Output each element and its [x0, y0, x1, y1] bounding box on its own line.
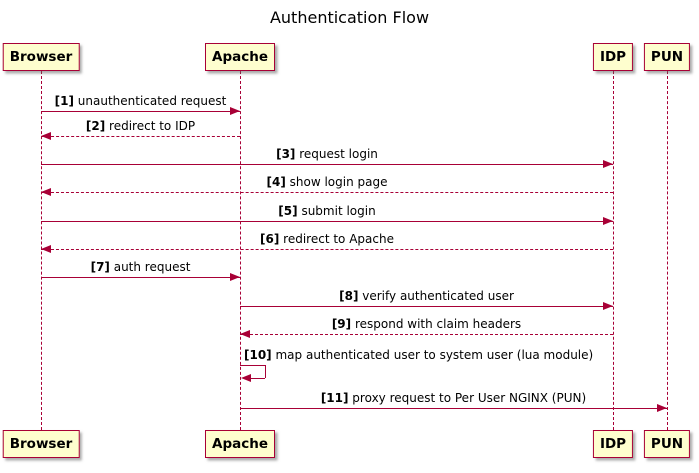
message-text: submit login: [297, 204, 376, 218]
message-number: [2]: [85, 119, 106, 133]
message-arrowhead: [41, 188, 51, 196]
participant-pun-bottom-box: PUN: [643, 430, 691, 458]
message-number: [11]: [320, 391, 349, 405]
message-text: unauthenticated request: [73, 94, 227, 108]
message-line: [240, 306, 613, 307]
message-line: [41, 221, 613, 222]
message-line: [41, 111, 240, 112]
message-arrowhead: [240, 330, 250, 338]
message-label-8: [8] verify authenticated user: [339, 288, 514, 304]
message-arrowhead: [603, 217, 613, 225]
participant-browser-bottom-box: Browser: [2, 430, 80, 458]
message-number: [5]: [278, 204, 298, 218]
message-line: [41, 164, 613, 165]
message-line: [41, 249, 613, 250]
message-line: [240, 408, 667, 409]
message-text: verify authenticated user: [358, 289, 514, 303]
participant-idp-top-box: IDP: [592, 43, 634, 71]
message-label-5: [5] submit login: [278, 203, 375, 219]
message-line: [41, 192, 613, 193]
message-label-1: [1] unauthenticated request: [55, 93, 227, 109]
participant-idp-bottom-box: IDP: [592, 430, 634, 458]
message-arrowhead: [230, 107, 240, 115]
message-text: map authenticated user to system user (l…: [271, 348, 594, 362]
self-message-top-line: [240, 365, 265, 366]
message-text: auth request: [109, 260, 191, 274]
message-line: [41, 277, 240, 278]
diagram-title: Authentication Flow: [269, 8, 430, 27]
message-label-10: [10] map authenticated user to system us…: [244, 347, 593, 363]
message-arrowhead: [230, 273, 240, 281]
message-number: [10]: [244, 348, 272, 362]
self-message-bottom-line: [250, 378, 265, 379]
message-number: [6]: [260, 232, 280, 246]
message-line: [41, 136, 240, 137]
lifeline-pun: [667, 71, 668, 430]
message-label-7: [7] auth request: [91, 259, 191, 275]
participant-apache-top-box: Apache: [205, 43, 275, 71]
message-number: [9]: [331, 317, 352, 331]
self-message-arrowhead: [241, 374, 251, 382]
message-text: request login: [295, 147, 378, 161]
message-label-6: [6] redirect to Apache: [260, 231, 394, 247]
message-text: proxy request to Per User NGINX (PUN): [348, 391, 587, 405]
message-arrowhead: [603, 302, 613, 310]
self-message-side-line: [265, 365, 266, 378]
message-number: [7]: [90, 260, 110, 274]
participant-browser-top-box: Browser: [2, 43, 80, 71]
lifeline-apache: [240, 71, 241, 430]
message-arrowhead: [603, 160, 613, 168]
message-text: redirect to Apache: [279, 232, 394, 246]
message-arrowhead: [41, 245, 51, 253]
message-label-2: [2] redirect to IDP: [86, 118, 195, 134]
participant-apache-bottom-box: Apache: [205, 430, 275, 458]
message-label-9: [9] respond with claim headers: [332, 316, 521, 332]
participant-pun-top-box: PUN: [643, 43, 691, 71]
lifeline-idp: [613, 71, 614, 430]
message-text: respond with claim headers: [351, 317, 522, 331]
message-label-11: [11] proxy request to Per User NGINX (PU…: [321, 390, 586, 406]
message-text: show login page: [285, 175, 388, 189]
message-label-3: [3] request login: [276, 146, 378, 162]
message-arrowhead: [41, 132, 51, 140]
message-text: redirect to IDP: [105, 119, 196, 133]
message-number: [1]: [54, 94, 74, 108]
message-label-4: [4] show login page: [267, 174, 388, 190]
message-number: [3]: [276, 147, 296, 161]
message-line: [240, 334, 613, 335]
message-arrowhead: [657, 404, 667, 412]
message-number: [4]: [266, 175, 286, 189]
message-number: [8]: [339, 289, 359, 303]
